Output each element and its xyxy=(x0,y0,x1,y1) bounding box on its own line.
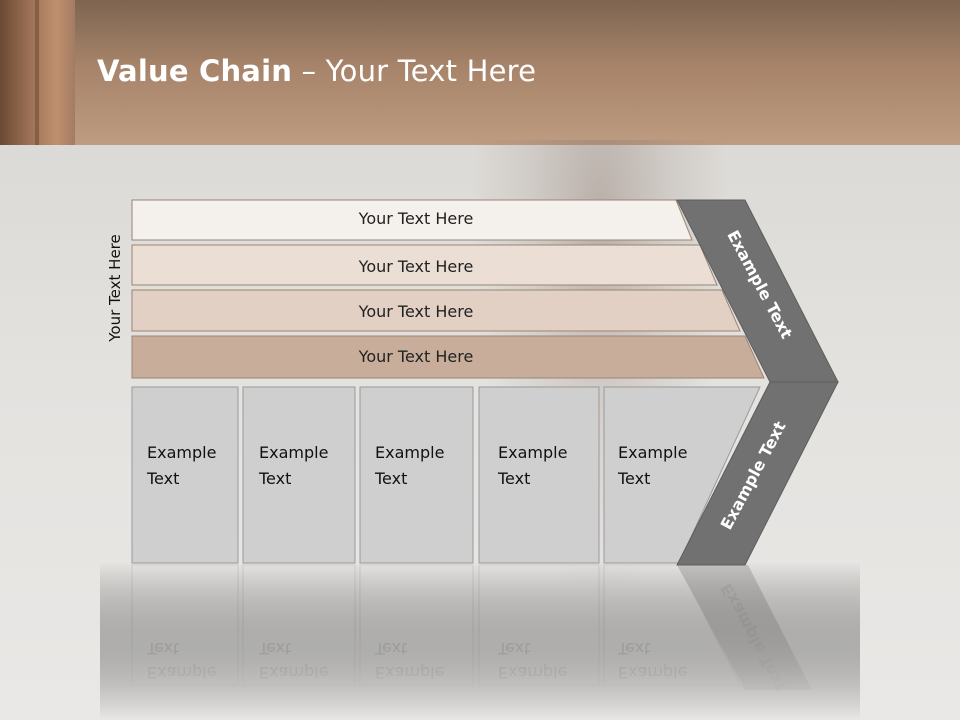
page-title: Value Chain – Your Text Here xyxy=(97,54,536,88)
support-bar-3 xyxy=(131,289,741,332)
activity-box-5-line1: Example xyxy=(618,443,687,462)
support-bar-2-label: Your Text Here xyxy=(358,257,474,276)
activity-box-1 xyxy=(131,386,239,564)
activity-box-1-line2: Text xyxy=(146,469,179,488)
activity-box-4 xyxy=(478,386,600,564)
activity-box-4-line1: Example xyxy=(498,443,567,462)
activity-box-3 xyxy=(359,386,474,564)
support-bar-4 xyxy=(131,335,765,379)
page-title-rest: – Your Text Here xyxy=(292,54,537,88)
margin-chevron-lower xyxy=(676,381,839,566)
support-bar-3-label: Your Text Here xyxy=(358,302,474,321)
activity-box-1-line1: Example xyxy=(147,443,216,462)
activity-box-5-line2: Text xyxy=(617,469,650,488)
banner-accent-stripe xyxy=(0,0,75,145)
page-title-bold: Value Chain xyxy=(97,54,293,88)
activity-box-3-line2: Text xyxy=(374,469,407,488)
support-bar-2 xyxy=(131,244,718,286)
support-bar-1-label: Your Text Here xyxy=(358,209,474,228)
activity-box-2 xyxy=(242,386,356,564)
support-bar-4-label: Your Text Here xyxy=(358,347,474,366)
reflection-fade xyxy=(100,562,860,720)
activity-box-4-line2: Text xyxy=(497,469,530,488)
activity-box-2-line1: Example xyxy=(259,443,328,462)
title-banner xyxy=(0,0,960,145)
activity-box-3-line1: Example xyxy=(375,443,444,462)
activity-box-2-line2: Text xyxy=(258,469,291,488)
support-bar-1 xyxy=(131,199,693,241)
